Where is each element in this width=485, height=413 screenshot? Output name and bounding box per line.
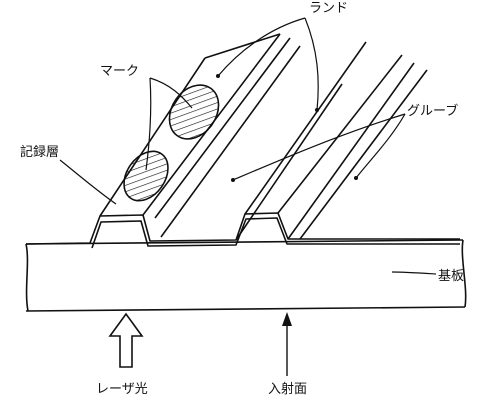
label-mark: マーク — [100, 64, 140, 79]
label-incident-surface: 入射面 — [268, 382, 308, 397]
recording-layer-profile-inner — [91, 217, 460, 249]
incident-surface-arrowhead — [282, 312, 292, 326]
substrate-right-edge — [461, 239, 467, 308]
land-2-left-edge — [244, 41, 367, 215]
groove-far-wall — [287, 62, 415, 240]
label-substrate: 基板 — [438, 269, 465, 284]
land-1-inner-line — [154, 37, 291, 219]
leader-groove-2 — [355, 113, 406, 179]
label-land: ランド — [309, 1, 349, 16]
substrate-left-edge — [25, 243, 29, 312]
laser-light-arrow — [108, 312, 144, 368]
leader-groove-1 — [232, 113, 406, 181]
substrate-bottom-edge — [25, 306, 466, 312]
land-groove-profile-front — [25, 212, 460, 245]
leader-mark-1 — [149, 77, 193, 109]
label-laser-light: レーザ光 — [96, 382, 148, 397]
leader-land-1 — [217, 17, 306, 77]
leader-land-2 — [304, 17, 319, 111]
leader-substrate — [391, 271, 437, 275]
land-2-right-edge — [277, 54, 403, 214]
recording-mark-lower — [123, 150, 169, 202]
label-recording-layer: 記録層 — [20, 145, 60, 160]
land-1-top-edge — [204, 33, 281, 59]
label-groove: グルーブ — [407, 104, 459, 119]
land-1-inner-line-2 — [160, 45, 301, 238]
recording-mark-upper — [168, 84, 220, 140]
groove-far-wall-2 — [299, 69, 428, 240]
land-2-inner-line — [235, 83, 343, 241]
land-1-left-edge — [99, 57, 206, 217]
substrate-top-edge — [25, 239, 464, 245]
leader-recording-layer — [59, 159, 117, 205]
leader-mark-2 — [145, 77, 152, 171]
